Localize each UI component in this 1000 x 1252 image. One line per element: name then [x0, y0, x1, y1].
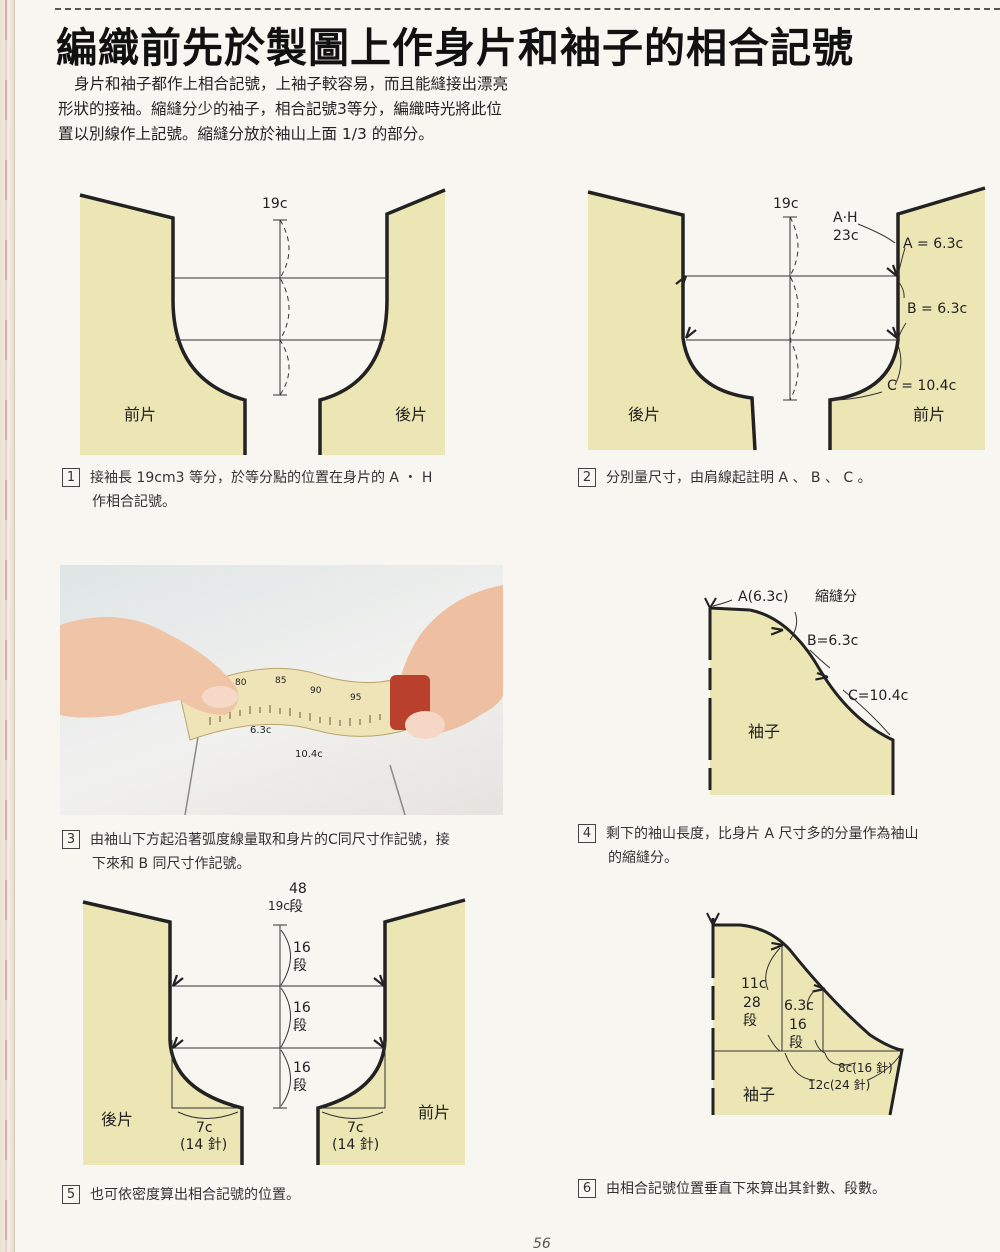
fig6-h2-rows: 16 — [789, 1017, 807, 1033]
intro-paragraph: 身片和袖子都作上相合記號，上袖子較容易，而且能縫接出漂亮形狀的接袖。縮縫分少的袖… — [58, 72, 508, 147]
fig6-w2: 12c(24 針) — [808, 1077, 870, 1092]
fig5-seg-rows-1: 16 — [293, 940, 311, 956]
photo-mark-6-3c: 6.3c — [250, 725, 271, 736]
fig2-ah-label: A·H — [833, 210, 858, 226]
fig2-right-label: 前片 — [913, 405, 945, 424]
figure-2-armhole-measure: 19c A·H 23c A = 6.3c B = 6.3c C = 10.4c … — [587, 186, 986, 451]
caption-text: 分別量尺寸，由肩線起註明 A 、 B 、 C 。 — [606, 470, 872, 486]
figure-5-gauge: 19c 48 段 16 段 16 段 16 段 後片 前片 7c (14 針) … — [82, 881, 466, 1165]
caption-text: 作相合記號。 — [92, 494, 176, 510]
intro-text: 身片和袖子都作上相合記號，上袖子較容易，而且能縫接出漂亮形狀的接袖。縮縫分少的袖… — [58, 75, 509, 143]
fig5-seg-rows-3: 16 — [293, 1060, 311, 1076]
step-number: 5 — [62, 1185, 80, 1204]
fig6-sleeve-label: 袖子 — [743, 1085, 775, 1104]
caption-text: 的縮縫分。 — [608, 850, 678, 866]
fig5-left-label: 後片 — [101, 1110, 133, 1129]
left-hand — [60, 617, 239, 718]
fig5-seg-unit-3: 段 — [293, 1078, 307, 1094]
measuring-tape-photo: 80 85 90 95 6.3c 10.4c — [60, 565, 503, 815]
fig4-a-label: A(6.3c) — [738, 589, 788, 605]
step-number: 1 — [62, 468, 80, 487]
fig5-total-rows: 48 — [289, 881, 307, 897]
fig5-dimension: 19c — [268, 899, 290, 913]
fig2-left-label: 後片 — [628, 405, 660, 424]
back-bodice-shape — [320, 190, 445, 455]
step-number: 3 — [62, 830, 80, 849]
fig5-rows-unit: 段 — [289, 899, 303, 915]
caption-2: 2 分別量尺寸，由肩線起註明 A 、 B 、 C 。 — [578, 466, 872, 490]
fig1-left-label: 前片 — [124, 405, 156, 424]
step-number: 6 — [578, 1179, 596, 1198]
fig1-dimension: 19c — [262, 196, 288, 212]
tape-mark-80: 80 — [235, 678, 247, 688]
caption-3: 3 由袖山下方起沿著弧度線量取和身片的C同尺寸作記號，接下來和 B 同尺寸作記號。 — [62, 828, 450, 876]
fig1-right-label: 後片 — [395, 405, 427, 424]
fig4-b-label: B=6.3c — [807, 633, 858, 649]
figure-1-armhole: 19c 前片 後片 — [79, 188, 446, 455]
page-binding — [0, 0, 15, 1252]
fig5-seg-unit-2: 段 — [293, 1018, 307, 1034]
fig6-h1-rows: 28 — [743, 995, 761, 1011]
tape-mark-85: 85 — [275, 676, 286, 686]
fig6-h1-unit: 段 — [743, 1013, 757, 1029]
caption-text: 由袖山下方起沿著弧度線量取和身片的C同尺寸作記號，接 — [90, 832, 450, 848]
fig5-right-label: 前片 — [418, 1103, 450, 1122]
fig6-h2-unit: 段 — [789, 1035, 803, 1051]
caption-text: 剩下的袖山長度，比身片 A 尺寸多的分量作為袖山 — [606, 826, 919, 842]
fig5-right-stitches: (14 針) — [332, 1137, 379, 1153]
caption-text: 也可依密度算出相合記號的位置。 — [90, 1187, 300, 1203]
caption-4: 4 剩下的袖山長度，比身片 A 尺寸多的分量作為袖山的縮縫分。 — [578, 822, 918, 870]
photo-mark-10-4c: 10.4c — [295, 749, 323, 760]
fig5-left-stitches: (14 針) — [180, 1137, 227, 1153]
page-title: 編織前先於製圖上作身片和袖子的相合記號 — [56, 24, 854, 72]
fig6-w1: 8c(16 針) — [838, 1060, 893, 1075]
fig4-ease-label: 縮縫分 — [815, 589, 857, 605]
fig5-seg-rows-2: 16 — [293, 1000, 311, 1016]
fig2-b-label: B = 6.3c — [907, 301, 967, 317]
fig5-left-width: 7c — [196, 1120, 213, 1136]
caption-text: 接袖長 19cm3 等分，於等分點的位置在身片的 A ・ H — [90, 470, 433, 486]
fig4-sleeve-label: 袖子 — [748, 722, 780, 741]
figure-6-sleeve-count: 11c 28 段 6.3c 16 段 8c(16 針) 12c(24 針) 袖子 — [706, 912, 904, 1116]
fig5-right-width: 7c — [347, 1120, 364, 1136]
fig2-ah-value: 23c — [833, 228, 859, 244]
photo-illustration: 80 85 90 95 6.3c 10.4c — [60, 585, 503, 815]
top-dashed-rule — [55, 8, 1000, 10]
step-number: 4 — [578, 824, 596, 843]
tape-mark-95: 95 — [350, 693, 361, 703]
fig6-h2: 6.3c — [784, 998, 814, 1014]
fig2-a-label: A = 6.3c — [903, 236, 963, 252]
step-number: 2 — [578, 468, 596, 487]
caption-1: 1 接袖長 19cm3 等分，於等分點的位置在身片的 A ・ H 作相合記號。 — [62, 466, 432, 514]
front-bodice-shape — [80, 195, 245, 455]
fig2-dimension: 19c — [773, 196, 799, 212]
fig6-h1: 11c — [741, 976, 767, 992]
caption-text: 下來和 B 同尺寸作記號。 — [92, 856, 251, 872]
figure-4-sleeve-cap: A(6.3c) 縮縫分 B=6.3c C=10.4c 袖子 — [704, 589, 908, 795]
fig2-c-label: C = 10.4c — [887, 378, 956, 394]
fig4-c-label: C=10.4c — [848, 688, 908, 704]
fig5-seg-unit-1: 段 — [293, 958, 307, 974]
caption-5: 5 也可依密度算出相合記號的位置。 — [62, 1183, 300, 1207]
caption-text: 由相合記號位置垂直下來算出其針數、段數。 — [606, 1181, 886, 1197]
tape-mark-90: 90 — [310, 686, 322, 696]
page-number: 56 — [533, 1236, 551, 1252]
caption-6: 6 由相合記號位置垂直下來算出其針數、段數。 — [578, 1177, 886, 1201]
